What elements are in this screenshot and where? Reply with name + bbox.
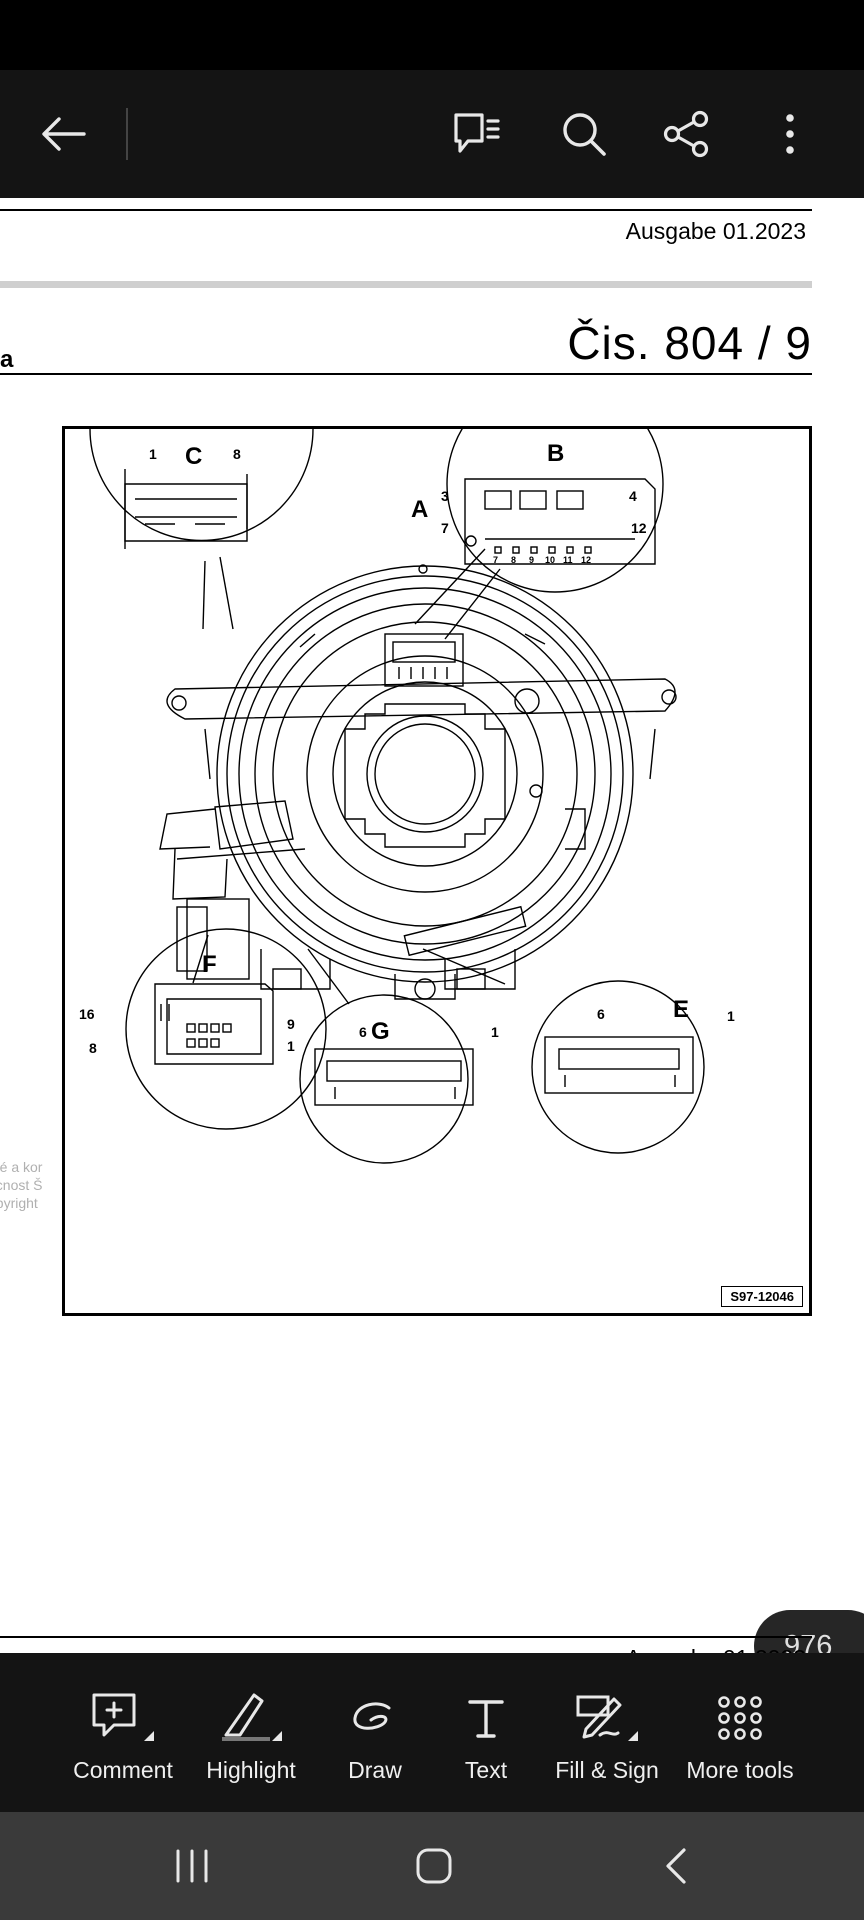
highlight-tool[interactable]: Highlight	[186, 1653, 316, 1812]
recent-apps-button[interactable]	[150, 1812, 234, 1920]
home-button[interactable]	[392, 1812, 476, 1920]
recent-apps-icon	[176, 1849, 208, 1883]
back-arrow-icon	[42, 117, 86, 151]
pin-g-6: 6	[359, 1024, 367, 1040]
fill-sign-icon	[576, 1695, 638, 1741]
callout-c: C	[185, 443, 202, 470]
edition-label: Ausgabe 01.2023	[625, 218, 806, 244]
header-rule	[0, 209, 812, 211]
comment-icon	[92, 1693, 154, 1741]
fill-sign-tool[interactable]: Fill & Sign	[550, 1653, 664, 1812]
callout-f: F	[202, 951, 217, 978]
callout-b: B	[547, 440, 564, 467]
system-back-button[interactable]	[634, 1812, 718, 1920]
pin-f-9: 9	[287, 1016, 295, 1032]
pin-b-4: 4	[629, 488, 637, 504]
callout-a: A	[411, 496, 428, 523]
pin-b-row-11: 11	[563, 555, 573, 565]
pin-b-row-12: 12	[581, 555, 591, 565]
separator-band	[0, 281, 812, 288]
pin-b-row-10: 10	[545, 555, 555, 565]
search-icon	[563, 113, 606, 156]
document-number: Čis. 804 / 9	[567, 317, 812, 369]
back-button[interactable]	[30, 70, 96, 198]
comments-list-button[interactable]	[446, 70, 508, 198]
title-fragment: a	[0, 346, 14, 373]
more-tools-label: More tools	[686, 1757, 794, 1783]
share-button[interactable]	[656, 70, 716, 198]
pin-b-12: 12	[631, 520, 647, 536]
pin-b-7: 7	[441, 520, 449, 536]
draw-icon	[353, 1702, 391, 1730]
more-options-button[interactable]	[766, 70, 814, 198]
top-toolbar	[0, 70, 864, 198]
pin-g-1: 1	[491, 1024, 499, 1040]
title-rule	[0, 373, 812, 375]
grid-icon	[718, 1696, 762, 1740]
search-button[interactable]	[554, 70, 614, 198]
next-page-edition: Ausgabe 01.2023	[626, 1645, 806, 1653]
highlight-icon	[222, 1693, 282, 1741]
pin-b-row-9: 9	[529, 555, 534, 565]
pin-f-16: 16	[79, 1006, 95, 1022]
pin-f-8: 8	[89, 1040, 97, 1056]
watermark-text: mé a kor ecnost Š opyright	[0, 1159, 43, 1211]
technical-figure: C 1 8 A B 3 4 7 12 7 8 9 10 11 12 F 16 8…	[62, 375, 812, 1316]
more-vertical-icon	[786, 114, 794, 154]
draw-label: Draw	[348, 1757, 402, 1783]
document-page[interactable]: Ausgabe 01.2023 a Čis. 804 / 9 mé a kor …	[0, 198, 864, 1653]
pin-c-8: 8	[233, 446, 241, 462]
comment-list-icon	[454, 113, 500, 153]
pin-f-1: 1	[287, 1038, 295, 1054]
pin-c-1: 1	[149, 446, 157, 462]
chevron-left-icon	[666, 1848, 686, 1884]
text-tool[interactable]: Text	[448, 1653, 524, 1812]
status-bar	[0, 0, 864, 70]
comment-tool[interactable]: Comment	[60, 1653, 186, 1812]
next-page-header-rule	[0, 1636, 812, 1638]
bottom-toolbar: Comment Highlight Draw Text	[0, 1653, 864, 1812]
pin-b-row-8: 8	[511, 555, 516, 565]
pin-b-row-7: 7	[493, 555, 498, 565]
clock-spring-diagram: C 1 8 A B 3 4 7 12 7 8 9 10 11 12 F 16 8…	[79, 375, 735, 1164]
fill-sign-label: Fill & Sign	[555, 1757, 659, 1783]
text-label: Text	[464, 1757, 508, 1783]
draw-tool[interactable]: Draw	[330, 1653, 420, 1812]
pin-e-6: 6	[597, 1006, 605, 1022]
home-icon	[416, 1848, 452, 1884]
callout-e: E	[673, 996, 689, 1023]
more-tools-button[interactable]: More tools	[676, 1653, 804, 1812]
comment-label: Comment	[73, 1757, 173, 1783]
highlight-label: Highlight	[206, 1757, 296, 1783]
page-number-indicator[interactable]: 976	[754, 1610, 864, 1653]
share-icon	[663, 110, 709, 158]
pin-e-1: 1	[727, 1008, 735, 1024]
system-navigation-bar	[0, 1812, 864, 1920]
pin-b-3: 3	[441, 488, 449, 504]
figure-id: S97-12046	[721, 1286, 803, 1307]
toolbar-divider	[126, 108, 128, 160]
callout-g: G	[371, 1018, 390, 1045]
text-icon	[468, 1700, 504, 1738]
